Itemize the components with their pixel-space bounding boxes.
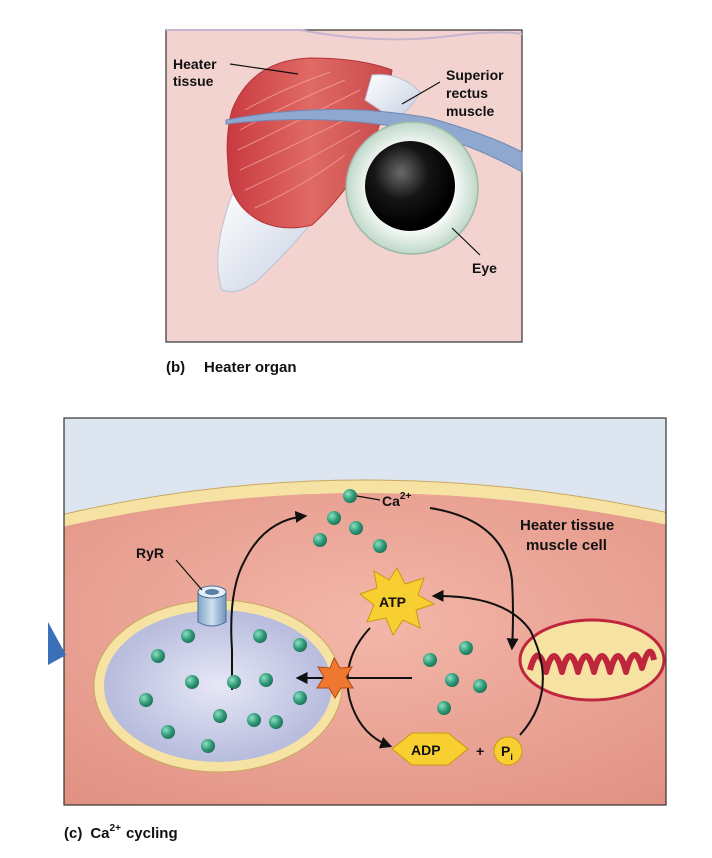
leader-eye [451,227,481,256]
blue-wedge [48,622,66,665]
label-atp: ATP [379,594,406,610]
label-superior-1: Superior [446,67,504,83]
ca-ion [151,649,165,663]
label-adp: ADP [411,742,441,758]
caption-c-ca: Ca [90,825,110,842]
ca-ion [259,673,273,687]
caption-c-ca-sup: 2+ [110,823,122,834]
ca-ion [201,739,215,753]
label-pi: Pi [501,743,513,762]
label-cell-2: muscle cell [526,537,607,554]
arrow-atp-to-adp [346,627,393,749]
leader-superior [401,81,441,105]
ca-ion [253,629,267,643]
panel-c-frame [63,417,667,806]
ca-ion [313,533,327,547]
ca-ion [445,673,459,687]
label-superior-2: rectus [446,85,488,101]
label-heater-2: tissue [173,73,214,89]
adp-diamond [391,732,469,766]
ca-ion [437,701,451,715]
ca-ion [373,539,387,553]
ca-ion [293,638,307,652]
label-plus: + [476,743,484,759]
label-ca: Ca2+ [382,491,411,509]
label-pi-sub: i [510,752,513,762]
ryr-channel [197,585,227,627]
arrow-mito-to-atp [431,589,544,736]
label-cell-1: Heater tissue [520,517,614,534]
panel-b-top-edge [166,29,523,41]
ca-ion [459,641,473,655]
ca-ion [181,629,195,643]
superior-rectus-muscle [225,108,523,173]
ca-ion [227,675,241,689]
arrow-ca-diffuse [429,507,519,651]
caption-c-text: cycling [126,825,178,842]
calcium-ions [139,489,487,753]
caption-b-letter: (b) [166,359,185,376]
caption-b-text: Heater organ [204,359,297,376]
panel-b: Heater tissue Superior rectus muscle Eye [165,29,523,343]
pi-circle [493,736,523,766]
ca-ion [293,691,307,705]
ca-ion [269,715,283,729]
sarcoplasmic-reticulum [104,610,332,762]
label-heater-1: Heater [173,56,217,72]
arrow-ryr-release [230,510,308,690]
eye-pupil [365,141,455,231]
leader-ca [356,495,381,501]
leader-ryr [175,559,203,591]
ca-ion [473,679,487,693]
ca-ion [423,653,437,667]
ca-ion [185,675,199,689]
leader-heater [229,63,299,75]
mitochondrion [518,618,666,702]
ca-ion [139,693,153,707]
superior-rectus-tendon [364,74,421,121]
caption-c: (c) Ca2+ cycling [64,823,178,842]
panel-c: Ca2+ Heater tissue muscle cell RyR ATP A… [48,417,667,806]
label-superior-3: muscle [446,103,494,119]
ca-ion [343,489,357,503]
ca-ion [213,709,227,723]
label-ca-sup: 2+ [400,491,412,502]
label-eye: Eye [472,260,497,276]
atp-star [358,567,436,637]
label-ryr: RyR [136,545,164,561]
ca-ion [349,521,363,535]
serca-pump [316,656,354,699]
ca-ion [327,511,341,525]
caption-c-letter: (c) [64,825,82,842]
ca-ion [161,725,175,739]
ca-ion [247,713,261,727]
